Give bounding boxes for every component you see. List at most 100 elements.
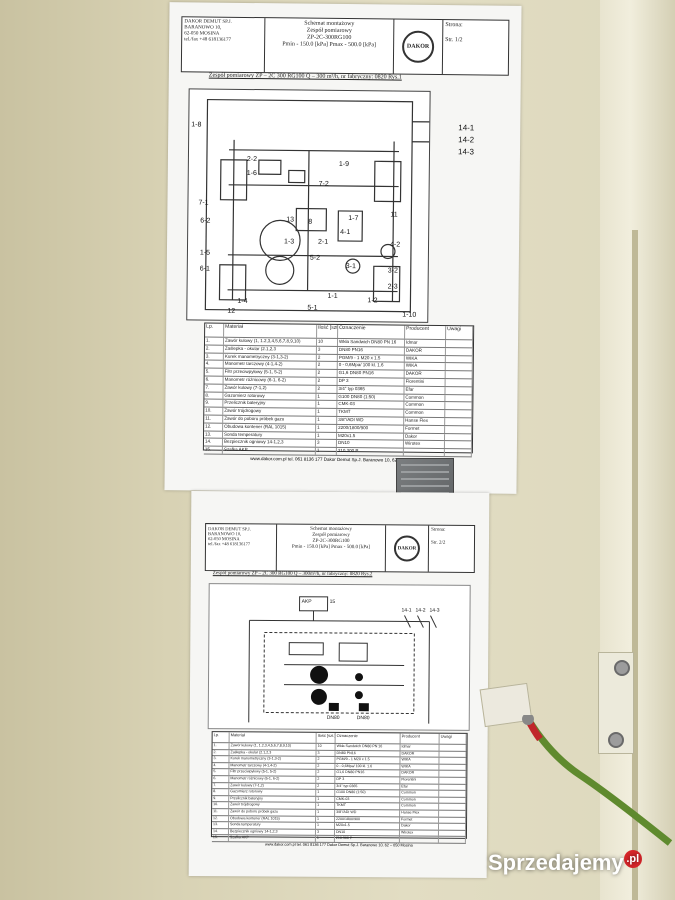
table-cell: M20x1.5 (334, 823, 401, 830)
header-cell: Uwagi (439, 733, 467, 744)
table-cell (439, 790, 467, 797)
table-cell: Szafka AKP (222, 446, 316, 455)
table-cell: 1 (315, 447, 337, 455)
label-2-1: 2-1 (318, 238, 329, 246)
table-cell: WIKA (404, 355, 446, 363)
table-cell: Zawór do poboru próbek gazu (229, 809, 317, 816)
dakor-logo: DAKOR (393, 535, 421, 562)
sheet2-title: Schemat montażowy Zespół pomiarowy ZP-2C… (276, 524, 387, 572)
table-cell: Bezpiecznik ogniowy 14-1,2,3 (222, 439, 316, 447)
label-1-10: 1-10 (402, 311, 417, 319)
piping-diagram-drawing (204, 98, 433, 313)
label-11: 11 (390, 211, 398, 219)
table-cell: 2 (316, 385, 338, 393)
table-cell (445, 386, 473, 394)
label-14-3: 14-3 (457, 147, 475, 157)
table-cell: 3/8"/ADI WD (337, 416, 405, 425)
label-4-2: 4-2 (389, 241, 401, 249)
table-cell: 1 (315, 822, 336, 829)
table-cell: WIKA (400, 764, 440, 771)
table-cell: 1 (316, 803, 336, 809)
table-cell (439, 751, 467, 758)
table-cell: Sonda temperatury (223, 431, 317, 440)
table-cell: Gazomierz rotorowy (229, 789, 317, 796)
table-cell: 7. (204, 384, 224, 392)
table-cell: 8. (204, 392, 224, 400)
table-cell: Zawór do poboru próbek gazu (223, 415, 317, 424)
table-cell: Zawór kulowy (1, 1.2,3,4,5,6,7,8,9,10) (229, 743, 317, 750)
table-cell (445, 418, 473, 426)
sheet2-subtitle: Zespół pomiarowy ZP – 2C 300 RG100 Q – 3… (212, 571, 373, 578)
label-1-3: 1-3 (284, 238, 295, 246)
table-cell: Zawór trójdrogowy (223, 407, 317, 416)
table-cell: 13. (204, 431, 224, 439)
sheet1-title: Schemat montażowy Zespół pomiarowy ZP-2C… (264, 18, 395, 74)
table-cell: Manometr tarczowy (4-1,4-2) (223, 361, 317, 369)
schematic-sheet-1: DAKOR DEMUT SP.J. BARANOWO 10, 62-050 MO… (164, 2, 522, 494)
table-cell: Sonda temperatury (228, 822, 317, 829)
label-6-1: 6-1 (199, 265, 210, 273)
table-cell: 2 (316, 354, 338, 362)
table-cell: Efar (404, 386, 446, 394)
label-15: 15 (329, 598, 336, 605)
label-14-3: 14-3 (429, 607, 440, 614)
table-cell (399, 836, 439, 843)
header-cell: Uwagi (446, 326, 474, 340)
table-cell: Przelicznik bateryjny (223, 400, 317, 408)
table-cell: 4. (204, 360, 224, 368)
table-cell: 1 (316, 408, 338, 416)
table-cell: 1 (316, 401, 338, 409)
label-7-2: 7-2 (318, 180, 329, 188)
table-cell: 2 (316, 763, 336, 770)
table-cell (444, 449, 472, 457)
table-cell: Formet (404, 425, 446, 433)
table-cell (445, 347, 473, 355)
label-6-2: 6-2 (200, 217, 211, 225)
table-cell (439, 757, 467, 764)
header-cell: Ilość [szt.] (317, 324, 339, 338)
table-cell: DN10 (336, 440, 404, 448)
table-cell: 1 (315, 836, 335, 842)
label-dn80: DN80 (326, 714, 340, 722)
table-cell: 1 (316, 809, 336, 816)
table-cell: Zaślepka - okular (2.1,2,3 (223, 345, 317, 354)
header-cell: Lp. (205, 323, 225, 337)
label-14-2: 14-2 (415, 607, 426, 614)
table-cell: 2200/1800/900 (337, 424, 405, 433)
table-cell: WIKA (400, 757, 440, 764)
table-cell: DP 3 (337, 377, 405, 386)
table-cell: Zawór trójdrogowy (229, 802, 317, 809)
table-cell (403, 448, 445, 457)
table-cell: Manometr różnicowy (6-1, 6-2) (229, 776, 317, 783)
table-cell (438, 830, 466, 837)
table-cell: Wirotex (399, 830, 439, 837)
table-cell: 3 (315, 440, 337, 448)
page-number: Str. 1/2 (445, 37, 463, 44)
table-cell: 12. (204, 423, 224, 431)
table-cell: 1 (316, 393, 338, 401)
table-cell: DN80 PN16 (337, 346, 405, 355)
table-cell: Filtr przeciwpyłowy (5-1, 5-2) (223, 368, 317, 377)
table-cell: DN10 (334, 829, 400, 836)
sheet1-company: DAKOR DEMUT SP.J. BARANOWO 10, 62-050 MO… (181, 17, 266, 73)
table-cell: Wkła Sandwich DN80 PN 16 (335, 743, 401, 751)
table-cell: 8. (212, 789, 230, 795)
table-cell: Zawór kulowy (7-1,2) (223, 384, 317, 393)
cabinet-door-edge (632, 230, 638, 900)
table-cell: Wirotex (403, 441, 445, 449)
watermark-text: Sprzedajemy (488, 850, 624, 875)
table-cell: 5. (212, 769, 230, 776)
header-cell: Oznaczenie (335, 732, 401, 744)
table-cell: Common (404, 409, 446, 418)
dakor-logo: DAKOR (401, 30, 435, 63)
table-cell: Idmar (400, 744, 440, 751)
table-cell: G1,6 DN80 PN16 (337, 370, 405, 378)
page-label: Strona: (445, 22, 463, 29)
table-cell: 3. (212, 756, 230, 763)
schematic-sheet-2: DAKOR DEMUT SP.J. BARANOWO 10, 62-050 MO… (188, 490, 490, 879)
watermark: Sprzedajemy.pl (488, 850, 642, 876)
table-cell: CMK-03 (337, 401, 405, 409)
label-3-1: 3-1 (345, 263, 356, 271)
bolt (614, 660, 630, 676)
ground-cable (522, 715, 673, 846)
